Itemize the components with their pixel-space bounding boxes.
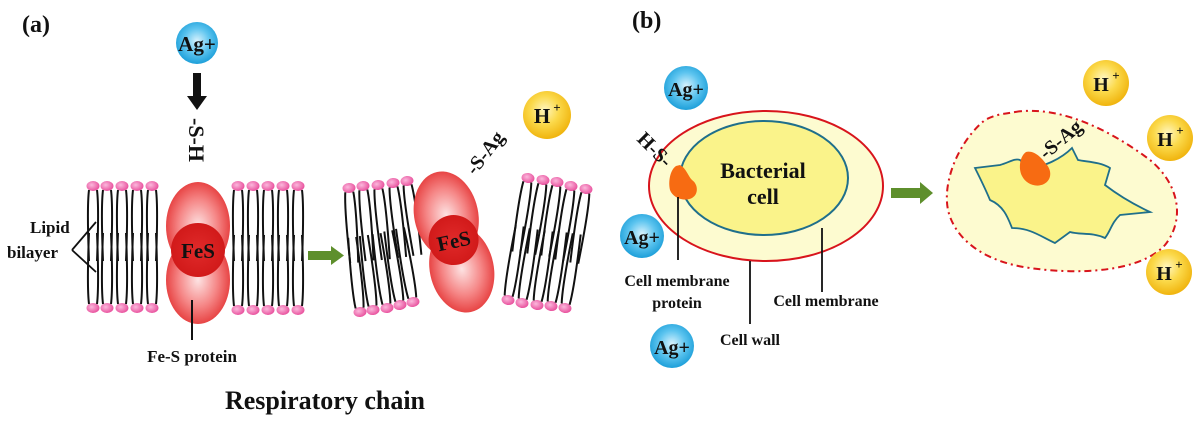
svg-text:+: + xyxy=(1175,257,1182,272)
fes-label: FeS xyxy=(181,239,215,263)
silver-thiolate-a: -S-Ag xyxy=(462,127,509,179)
lipid-bilayer-right xyxy=(230,180,306,316)
svg-text:H: H xyxy=(1157,129,1173,151)
svg-text:Ag+: Ag+ xyxy=(624,227,660,249)
cell-wall-label: Cell wall xyxy=(720,332,781,349)
svg-text:Ag+: Ag+ xyxy=(654,337,690,359)
fes-protein-a: FeS xyxy=(166,182,230,324)
svg-text:+: + xyxy=(553,100,560,115)
membrane-protein xyxy=(669,165,697,200)
proton-b1: H + xyxy=(1083,60,1129,106)
lipid-label-line2: bilayer xyxy=(7,243,58,262)
respiratory-chain-caption: Respiratory chain xyxy=(225,386,426,415)
svg-text:H: H xyxy=(1093,74,1109,96)
membrane-protein-label-1: Cell membrane xyxy=(624,273,729,290)
lipid-bilayer-disrupted-right xyxy=(499,171,595,315)
down-arrow-icon xyxy=(187,73,207,110)
proton-a: H + xyxy=(523,91,571,139)
lipid-label-line1: Lipid xyxy=(30,218,70,237)
bacterial-cell-label-1: Bacterial xyxy=(720,158,806,183)
panel-b-label: (b) xyxy=(632,8,661,34)
membrane-protein-label-2: protein xyxy=(652,295,702,312)
svg-text:+: + xyxy=(1112,68,1119,83)
svg-text:+: + xyxy=(1176,123,1183,138)
panel-a-label: (a) xyxy=(22,12,50,38)
ag-ion-b2: Ag+ xyxy=(620,214,664,258)
thiol-group-a: -S-H xyxy=(184,118,209,162)
lipid-bilayer-disrupted-left xyxy=(341,174,425,319)
fes-protein-label: Fe-S protein xyxy=(147,347,237,366)
proton-b3: H + xyxy=(1146,249,1192,295)
ag-ion-b1: Ag+ xyxy=(664,66,708,110)
lipid-pointer xyxy=(71,221,97,273)
cell-membrane-label: Cell membrane xyxy=(773,293,878,310)
bacterial-cell-label-2: cell xyxy=(747,184,779,209)
ag-ion-b3: Ag+ xyxy=(650,324,694,368)
damaged-cell xyxy=(945,109,1178,273)
svg-text:H: H xyxy=(534,104,550,128)
fes-protein-disrupted: FeS xyxy=(413,171,495,313)
green-arrow-a xyxy=(308,246,344,265)
ag-ion-circle xyxy=(176,22,218,64)
svg-text:Ag+: Ag+ xyxy=(668,79,704,101)
ruptured-cell-membrane xyxy=(973,146,1154,245)
bacterial-cell: Bacterial cell xyxy=(648,110,884,262)
ag-ion-a: Ag+ xyxy=(176,22,218,64)
fes-core xyxy=(171,223,225,277)
lipid-bilayer-left xyxy=(85,180,160,314)
ag-ion-label: Ag+ xyxy=(178,32,216,56)
svg-text:H: H xyxy=(1156,263,1172,285)
proton-b2: H + xyxy=(1147,115,1193,161)
green-arrow-b xyxy=(891,182,933,204)
membrane-protein-bound xyxy=(1019,151,1051,186)
